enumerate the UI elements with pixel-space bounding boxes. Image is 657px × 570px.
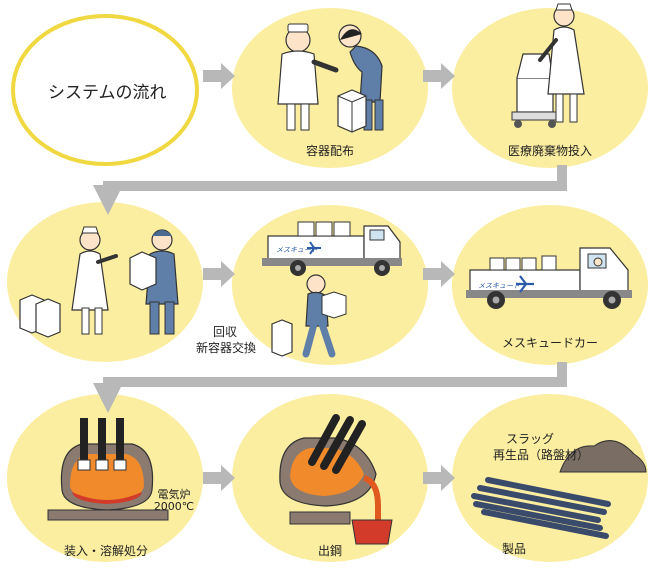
label-tapping: 出鋼 [317, 544, 342, 558]
label-collection-line2: 新容器交換 [195, 341, 256, 355]
connector-row2-row3 [93, 362, 567, 413]
illustration-handover [19, 226, 179, 338]
label-product: 製品 [501, 542, 526, 556]
illustration-melting [47, 418, 169, 521]
car-logo-text: メスキュード [478, 282, 521, 290]
label-waste-input: 医療廃棄物投入 [507, 144, 592, 158]
illustration-products [471, 440, 647, 539]
arrow-7-8 [203, 465, 235, 491]
flow-arrows [203, 63, 455, 491]
label-slag: スラッグ [505, 432, 554, 446]
label-furnace-temp: 2000℃ [153, 500, 195, 513]
label-container-distribution: 容器配布 [305, 144, 354, 158]
label-furnace-name: 電気炉 [157, 488, 191, 501]
illustration-collection: メスキュード [262, 221, 402, 358]
label-recycled: 再生品（路盤材） [492, 448, 589, 462]
steel-bars [471, 477, 611, 539]
label-collection-line1: 回収 [212, 325, 237, 339]
illustration-container-distribution [277, 23, 384, 133]
title-bubble [11, 14, 199, 166]
arrow-4-5 [203, 261, 235, 287]
arrow-1-2 [203, 63, 235, 89]
illustration-mescured-car: メスキュード [466, 247, 632, 309]
diagram-title: システムの流れ [48, 83, 167, 103]
illustration-tapping [279, 414, 393, 545]
connector-row1-row2 [93, 165, 567, 215]
truck-logo-text: メスキュード [276, 246, 319, 254]
illustration-waste-input [511, 3, 585, 128]
arrow-8-9 [423, 465, 455, 491]
slag-pile [559, 440, 647, 473]
label-mescured-car: メスキュードカー [501, 336, 598, 350]
arrow-5-6 [423, 261, 455, 287]
bubble-products [452, 394, 648, 562]
label-melting: 装入・溶解処分 [63, 544, 148, 558]
arrow-2-3 [423, 63, 455, 89]
